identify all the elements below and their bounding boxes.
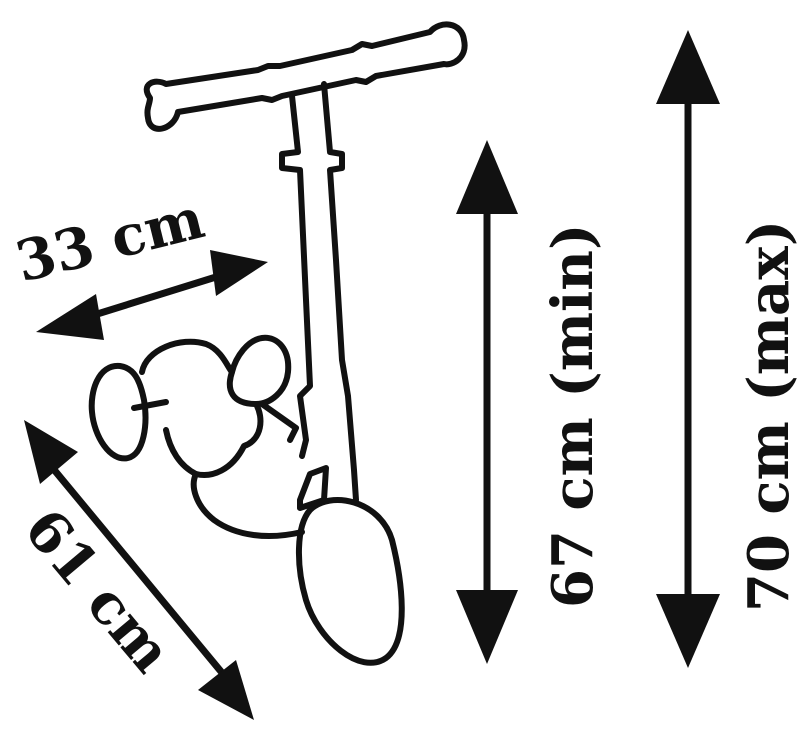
height-min-label: 67 cm (min) (540, 223, 606, 608)
front-wheel (296, 497, 405, 666)
handlebar-icon (143, 21, 468, 132)
rear-axle (131, 399, 169, 411)
arrow-scooter-length (24, 420, 254, 720)
kick-scooter-icon (88, 21, 468, 666)
steering-column (279, 81, 359, 503)
arrow-height-min (456, 140, 518, 664)
rear-wheel (88, 362, 149, 462)
folding-lever (259, 401, 299, 443)
arrow-deck-length (36, 250, 268, 340)
height-max-label: 70 cm (max) (736, 220, 802, 612)
scooter-deck (139, 334, 305, 539)
front-fork (297, 465, 329, 511)
arrow-height-max (656, 30, 720, 668)
deck-detail (163, 369, 259, 477)
deck-length-label: 33 cm (9, 185, 210, 295)
